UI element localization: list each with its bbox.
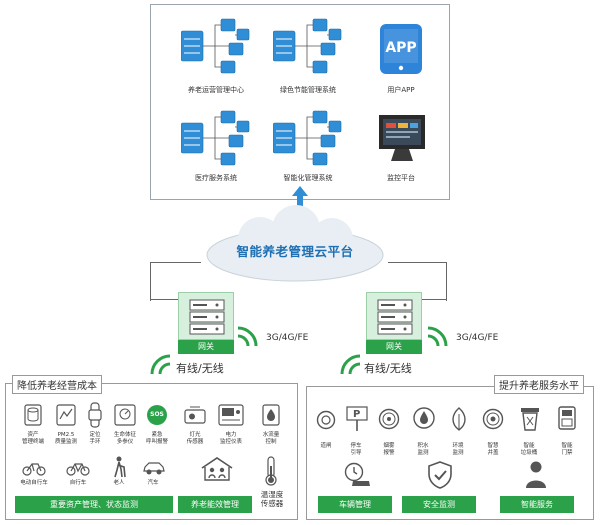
gateway-device [366,292,422,340]
access-control-icon [558,406,576,430]
manhole-cover-icon [482,408,504,430]
device-label: 紧急呼叫报警 [145,432,168,445]
vital-monitor-icon [114,404,136,426]
application-systems-panel: 养老运营管理中心 绿色节能管理系统 APP 用户APP 医疗服务系统 [150,4,450,200]
smoke-alarm-icon [378,408,400,430]
wireless-signal-icon [427,326,448,347]
system-label: 监控平台 [387,174,415,182]
device-label: 生命体征多参仪 [113,432,136,445]
system-label: 绿色节能管理系统 [280,86,336,94]
connection-type-label: 有线/无线 [176,362,224,375]
barrier-gate-icon [316,410,336,430]
asset-label: 自行车 [69,480,87,486]
device-label: 智能门禁 [561,443,573,456]
e-bike-icon [22,463,46,476]
car-icon [143,462,165,475]
device-label: 烟雾报警 [383,443,395,456]
light-sensor-icon [184,406,206,424]
vehicle-management-button[interactable]: 车辆管理 [318,496,392,513]
asset-label: 汽车 [147,480,159,486]
device-label: 智慧井盖 [487,443,499,456]
gateway-label: 网关 [178,340,234,354]
device-label: 定位手环 [89,432,101,445]
system-label: 医疗服务系统 [195,174,237,182]
connector-line [150,299,178,300]
device-label: 温湿度传感器 [260,490,284,508]
gateway-device [178,292,234,340]
server-cluster-icon [181,110,250,166]
shield-check-icon [428,461,452,489]
energy-management-button[interactable]: 养老能效管理 [178,496,252,513]
device-label: 积水监测 [417,443,429,456]
device-label: 电力监控仪表 [219,432,242,445]
device-label: 停车引导 [350,443,362,456]
asset-management-button[interactable]: 重要资产管理、状态监测 [15,496,173,513]
app-icon-text: APP [385,40,416,56]
parking-sign-icon: P [346,406,368,431]
connector-line [420,299,446,300]
wireless-signal-icon [150,354,171,375]
parking-sign-text: P [353,409,360,420]
device-label: 道闸 [320,443,332,449]
safety-monitoring-button[interactable]: 安全监测 [402,496,476,513]
device-label: 灯光传感器 [186,432,204,445]
system-label: 用户APP [387,86,415,94]
house-people-icon [201,457,233,481]
network-type-label: 3G/4G/FE [266,333,309,343]
connector-line [388,262,447,301]
elderly-icon [114,456,126,478]
sos-icon: SOS [147,405,167,425]
asset-label: 老人 [113,480,125,486]
system-label: 智能化管理系统 [283,174,333,182]
app-tablet-icon: APP [380,24,422,74]
thermometer-icon [265,456,277,486]
trash-bin-icon [521,408,539,431]
device-label: 环境监测 [452,443,464,456]
bicycle-icon [66,463,90,476]
wristband-icon [88,402,102,428]
router-icon [189,299,225,335]
cloud-platform: 智能养老管理云平台 [200,205,390,290]
water-meter-icon [262,404,280,426]
wireless-signal-icon [340,354,361,375]
asset-terminal-icon [24,404,42,426]
car-clock-icon [344,462,370,486]
device-label: 智能垃圾桶 [520,443,538,456]
smart-service-button[interactable]: 智能服务 [500,496,574,513]
water-leak-icon [413,407,435,429]
connector-line [150,262,201,301]
system-label: 养老运营管理中心 [188,86,244,94]
power-meter-icon [218,404,244,426]
pm25-sensor-icon [56,404,76,426]
section-title: 提升养老服务水平 [494,375,584,394]
monitor-icon [379,115,425,161]
router-icon [377,299,413,335]
connection-type-label: 有线/无线 [364,362,412,375]
asset-label: 电动自行车 [20,480,48,486]
network-type-label: 3G/4G/FE [456,333,499,343]
server-cluster-icon [273,18,342,74]
section-title: 降低养老经营成本 [12,375,102,394]
gateway-label: 网关 [366,340,422,354]
cloud-icon [206,205,384,282]
cloud-platform-label: 智能养老管理云平台 [236,244,354,259]
wireless-signal-icon [237,326,258,347]
server-cluster-icon [181,18,250,74]
device-label: 水流量控制 [262,432,280,445]
server-cluster-icon [273,110,342,166]
environment-leaf-icon [452,407,466,431]
person-service-icon [526,461,546,488]
device-label: 资产管理终端 [21,432,44,445]
